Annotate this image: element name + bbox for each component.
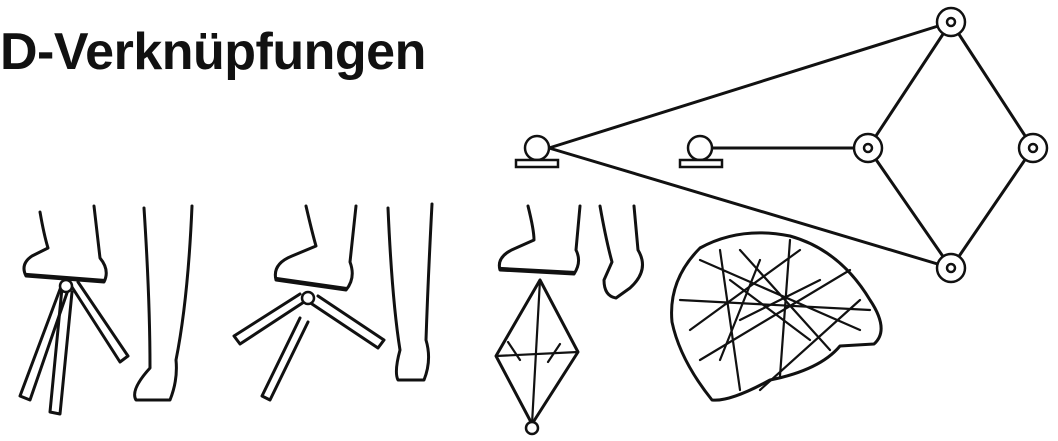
ground-support-icon [516,136,558,167]
linkage-diagram [516,8,1047,282]
ground-support-icon [680,136,722,167]
link-rhombus-3 [951,22,1033,148]
link-rhombus-2 [868,148,951,268]
joint-icon [1019,134,1047,162]
foot-on-collapsing-linkage-illustration [496,206,643,434]
link-rhombus-4 [951,148,1033,268]
tensegrity-structure-illustration [672,233,882,400]
joint-icon [937,254,965,282]
link-top [549,22,951,148]
joint-icon [937,8,965,36]
link-rhombus-1 [868,22,951,148]
foot-on-flat-linkage-illustration [234,204,432,400]
foot-on-tripod-illustration [20,206,192,414]
joint-icon [854,134,882,162]
